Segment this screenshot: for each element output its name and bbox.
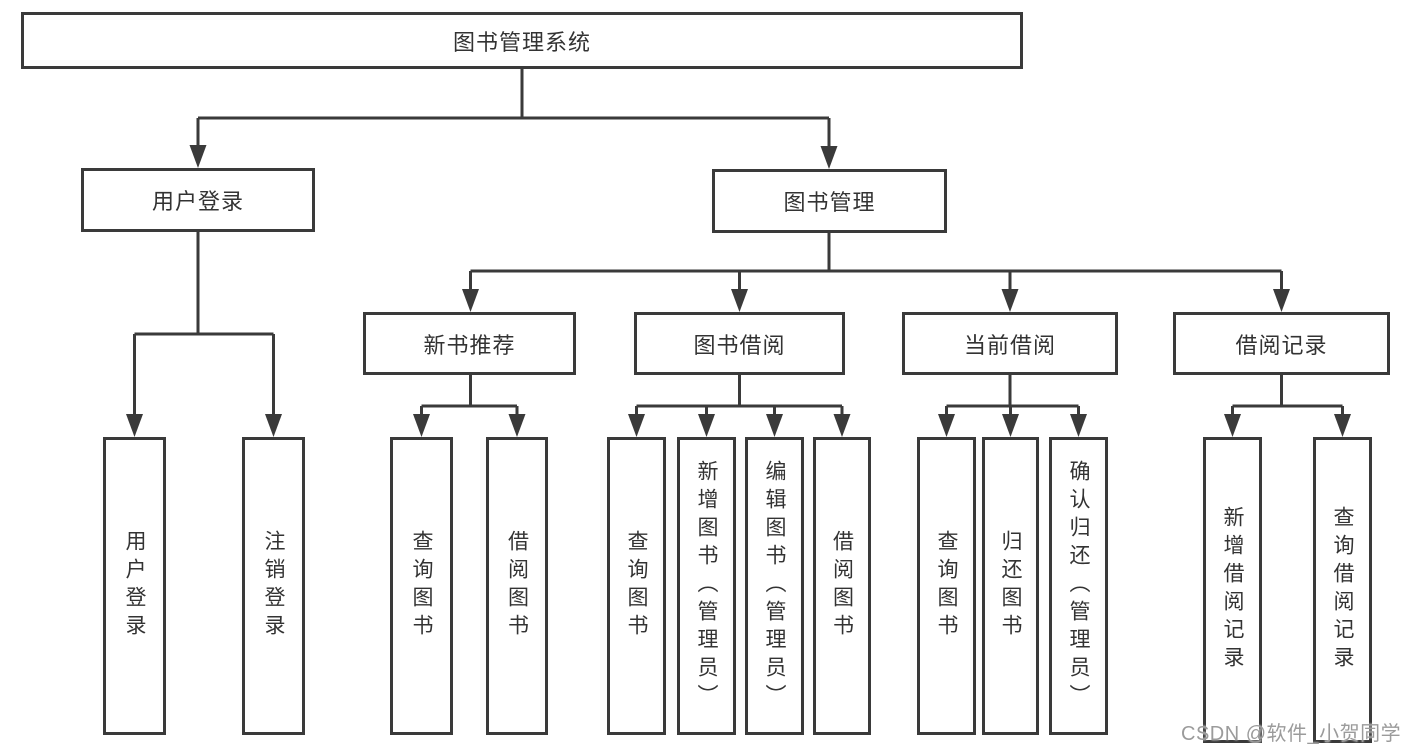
leaf-label: 查询图书 <box>935 530 958 642</box>
leaf-label: 借阅图书 <box>505 530 529 642</box>
leaf-query-books-recommend: 查询图书 <box>390 437 453 735</box>
node-label: 图书借阅 <box>693 332 786 358</box>
node-book-management: 图书管理 <box>712 169 947 233</box>
leaf-label: 新增图书（管理员） <box>695 460 718 712</box>
leaf-query-books-borrowing: 查询图书 <box>607 437 666 735</box>
leaf-edit-book-admin: 编辑图书（管理员） <box>745 437 804 735</box>
node-label: 图书管理系统 <box>452 29 591 55</box>
node-book-borrowing: 图书借阅 <box>634 312 845 375</box>
leaf-label: 查询图书 <box>625 530 648 642</box>
leaf-label: 查询图书 <box>410 530 433 642</box>
leaf-return-books: 归还图书 <box>982 437 1039 735</box>
node-label: 当前借阅 <box>963 332 1056 358</box>
node-label: 新书推荐 <box>423 332 516 358</box>
leaf-label: 编辑图书（管理员） <box>763 460 786 712</box>
node-current-borrowing: 当前借阅 <box>902 312 1118 375</box>
leaf-label: 确认归还（管理员） <box>1067 460 1090 712</box>
leaf-label: 归还图书 <box>999 530 1022 642</box>
leaf-user-login: 用户登录 <box>103 437 166 735</box>
leaf-borrow-books-recommend: 借阅图书 <box>486 437 548 735</box>
node-label: 用户登录 <box>151 189 244 214</box>
leaf-label: 注销登录 <box>262 530 285 642</box>
leaf-label: 新增借阅记录 <box>1221 506 1244 674</box>
node-new-book-recommendation: 新书推荐 <box>363 312 576 375</box>
node-library-management-system: 图书管理系统 <box>21 12 1023 69</box>
leaf-label: 借阅图书 <box>830 530 854 642</box>
leaf-query-books-current: 查询图书 <box>917 437 976 735</box>
leaf-query-borrow-record: 查询借阅记录 <box>1313 437 1372 743</box>
leaf-confirm-return-admin: 确认归还（管理员） <box>1049 437 1108 735</box>
node-label: 借阅记录 <box>1235 332 1328 358</box>
node-label: 图书管理 <box>783 190 876 215</box>
leaf-add-borrow-record: 新增借阅记录 <box>1203 437 1262 743</box>
leaf-add-book-admin: 新增图书（管理员） <box>677 437 736 735</box>
csdn-watermark: CSDN @软件_小贺同学 <box>1181 723 1402 745</box>
leaf-label: 查询借阅记录 <box>1331 506 1354 674</box>
leaf-logout: 注销登录 <box>242 437 305 735</box>
leaf-borrow-books-borrowing: 借阅图书 <box>813 437 871 735</box>
node-borrowing-records: 借阅记录 <box>1173 312 1390 375</box>
leaf-label: 用户登录 <box>123 530 146 642</box>
node-user-login: 用户登录 <box>81 168 315 232</box>
